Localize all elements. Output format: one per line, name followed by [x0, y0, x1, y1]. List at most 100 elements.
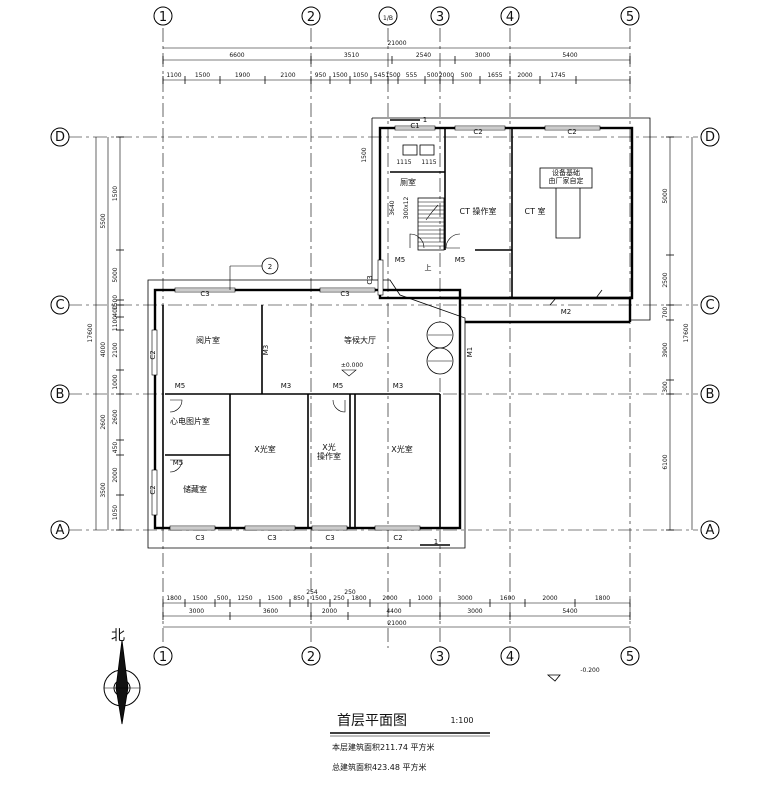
axis-label-bottom-1: 2 [307, 650, 315, 665]
label-m5-control: M5 [333, 382, 344, 390]
room-xray2: X光室 [391, 444, 412, 454]
dim-top-detail-10: 500 [427, 72, 439, 79]
dim-left-mid-3: 3500 [100, 482, 107, 497]
north-label: 北 [111, 628, 125, 644]
axis-label-bottom-4: 4 [506, 650, 514, 665]
dim-bottom-total: 21000 [387, 620, 406, 627]
label-c3-hall: C3 [340, 290, 349, 298]
dim-top-detail-7: 545 [374, 72, 386, 79]
axis-bubble-bottom-5 [620, 646, 640, 666]
axis-bubble-left-1 [50, 295, 70, 315]
label-c3-s3: C3 [325, 534, 334, 542]
window-c2-west1 [151, 329, 158, 376]
dim-bottom-row-0: 3000 [189, 608, 204, 615]
dim-bottom-detail-3: 1250 [237, 595, 252, 602]
dim-top-detail-11: 2000 [439, 72, 454, 79]
room-ct: CT 室 [524, 206, 545, 216]
label-c1: C1 [410, 122, 419, 130]
dim-left-inner-7: 2600 [112, 409, 119, 424]
axis-bubble-left-2 [50, 384, 70, 404]
dim-bottom-detail-0: 1800 [166, 595, 181, 602]
dim-bottom-detail-5: 850 [293, 595, 305, 602]
window-c2-west2 [151, 469, 158, 516]
door-m5-toilet [409, 233, 425, 249]
stair-outline [417, 197, 445, 251]
label-m3-reading: M3 [262, 345, 270, 356]
door-m5-control [332, 399, 346, 413]
dim-top-detail-12: 500 [461, 72, 473, 79]
slab-outline [147, 117, 651, 549]
axis-bubble-right-2 [700, 384, 720, 404]
dim-right-mid-2: 700 [662, 307, 669, 319]
axis-bubble-right-3 [700, 520, 720, 540]
dim-top-row-4: 5400 [562, 52, 577, 59]
stair-arrow [425, 204, 439, 221]
door-m5-film [169, 399, 183, 413]
axis-label-bottom-0: 1 [159, 650, 167, 665]
dim-left-inner-0: 1500 [112, 186, 119, 201]
label-c2-s: C2 [393, 534, 402, 542]
axis-bubble-bottom-1 [301, 646, 321, 666]
dim-top-detail-1: 1500 [195, 72, 210, 79]
dim-bottom-mid-1: 250 [344, 589, 356, 596]
door-m2-leaf2 [549, 297, 557, 306]
axis-bubble-right-0 [700, 127, 720, 147]
room-xray1: X光室 [254, 444, 275, 454]
room-reading: 阅片室 [196, 335, 220, 345]
axis-bubble-top-0 [153, 6, 173, 26]
axis-label-top-0: 1 [159, 10, 167, 25]
room-equipment: 设备基础由厂家自定 [549, 168, 584, 185]
dim-right-mid-3: 3900 [662, 342, 669, 357]
axis-label-right-0: D [705, 130, 715, 145]
dim-bottom-detail-9: 2000 [382, 595, 397, 602]
dim-bottom-detail-4: 1500 [267, 595, 282, 602]
axis-label-top-1: 2 [307, 10, 315, 25]
dim-top-detail-0: 1100 [166, 72, 181, 79]
dim-left-outer: 17600 [87, 323, 94, 342]
dim-top-detail-9: 555 [406, 72, 418, 79]
dim-stair-3640: 3640 [389, 200, 396, 215]
dim-left-inner-1: 5000 [112, 267, 119, 282]
axis-bubble-top-2 [378, 6, 398, 26]
axis-bubble-left-3 [50, 520, 70, 540]
label-c3-reading: C3 [200, 290, 209, 298]
axis-bubble-top-1 [301, 6, 321, 26]
north-arrow-needle [115, 639, 129, 725]
label-m2: M2 [561, 308, 572, 316]
label-m5-toilet: M5 [395, 256, 406, 264]
dim-top-detail-14: 2000 [517, 72, 532, 79]
dim-top-row-3: 3000 [475, 52, 490, 59]
dim-top-detail-13: 1655 [487, 72, 502, 79]
dim-bottom-row-5: 5400 [562, 608, 577, 615]
section-number-top: 1 [423, 116, 427, 124]
dim-bottom-detail-7: 250 [333, 595, 345, 602]
door-m1-leaf [428, 334, 452, 362]
dim-left-mid-1: 4000 [100, 342, 107, 357]
detail-number: 2 [268, 263, 272, 271]
axis-bubble-right-1 [700, 295, 720, 315]
room-film: 心电图片室 [170, 416, 210, 426]
axis-label-left-2: B [56, 387, 65, 402]
axis-bubble-top-3 [430, 6, 450, 26]
axis-label-top-4: 4 [506, 10, 514, 25]
axis-label-right-2: B [706, 387, 715, 402]
dim-bottom-mid-0: 254 [306, 589, 318, 596]
dim-stair-treads: 300x12 [403, 197, 410, 220]
dim-left-inner-4: 1100 [112, 316, 119, 331]
dim-bottom-row-4: 3000 [467, 608, 482, 615]
label-m3-b: M3 [393, 382, 404, 390]
dim-bottom-detail-6: 1500 [311, 595, 326, 602]
label-c3-s2: C3 [267, 534, 276, 542]
dim-right-mid-0: 5000 [662, 188, 669, 203]
label-m1: M1 [466, 347, 474, 358]
area-total: 总建筑面积423.48 平方米 [332, 762, 427, 772]
dim-left-inner-6: 1000 [112, 374, 119, 389]
dim-bottom-row-1: 3600 [263, 608, 278, 615]
dim-bottom-detail-13: 2000 [542, 595, 557, 602]
room-ct-operation: CT 操作室 [459, 206, 496, 216]
dim-bottom-detail-10: 1000 [417, 595, 432, 602]
dim-bottom-row-3: 4400 [386, 608, 401, 615]
dim-top-detail-2: 1900 [235, 72, 250, 79]
dim-right-mid-4: 300 [662, 381, 669, 393]
room-xray-control: X光操作室 [317, 442, 341, 461]
